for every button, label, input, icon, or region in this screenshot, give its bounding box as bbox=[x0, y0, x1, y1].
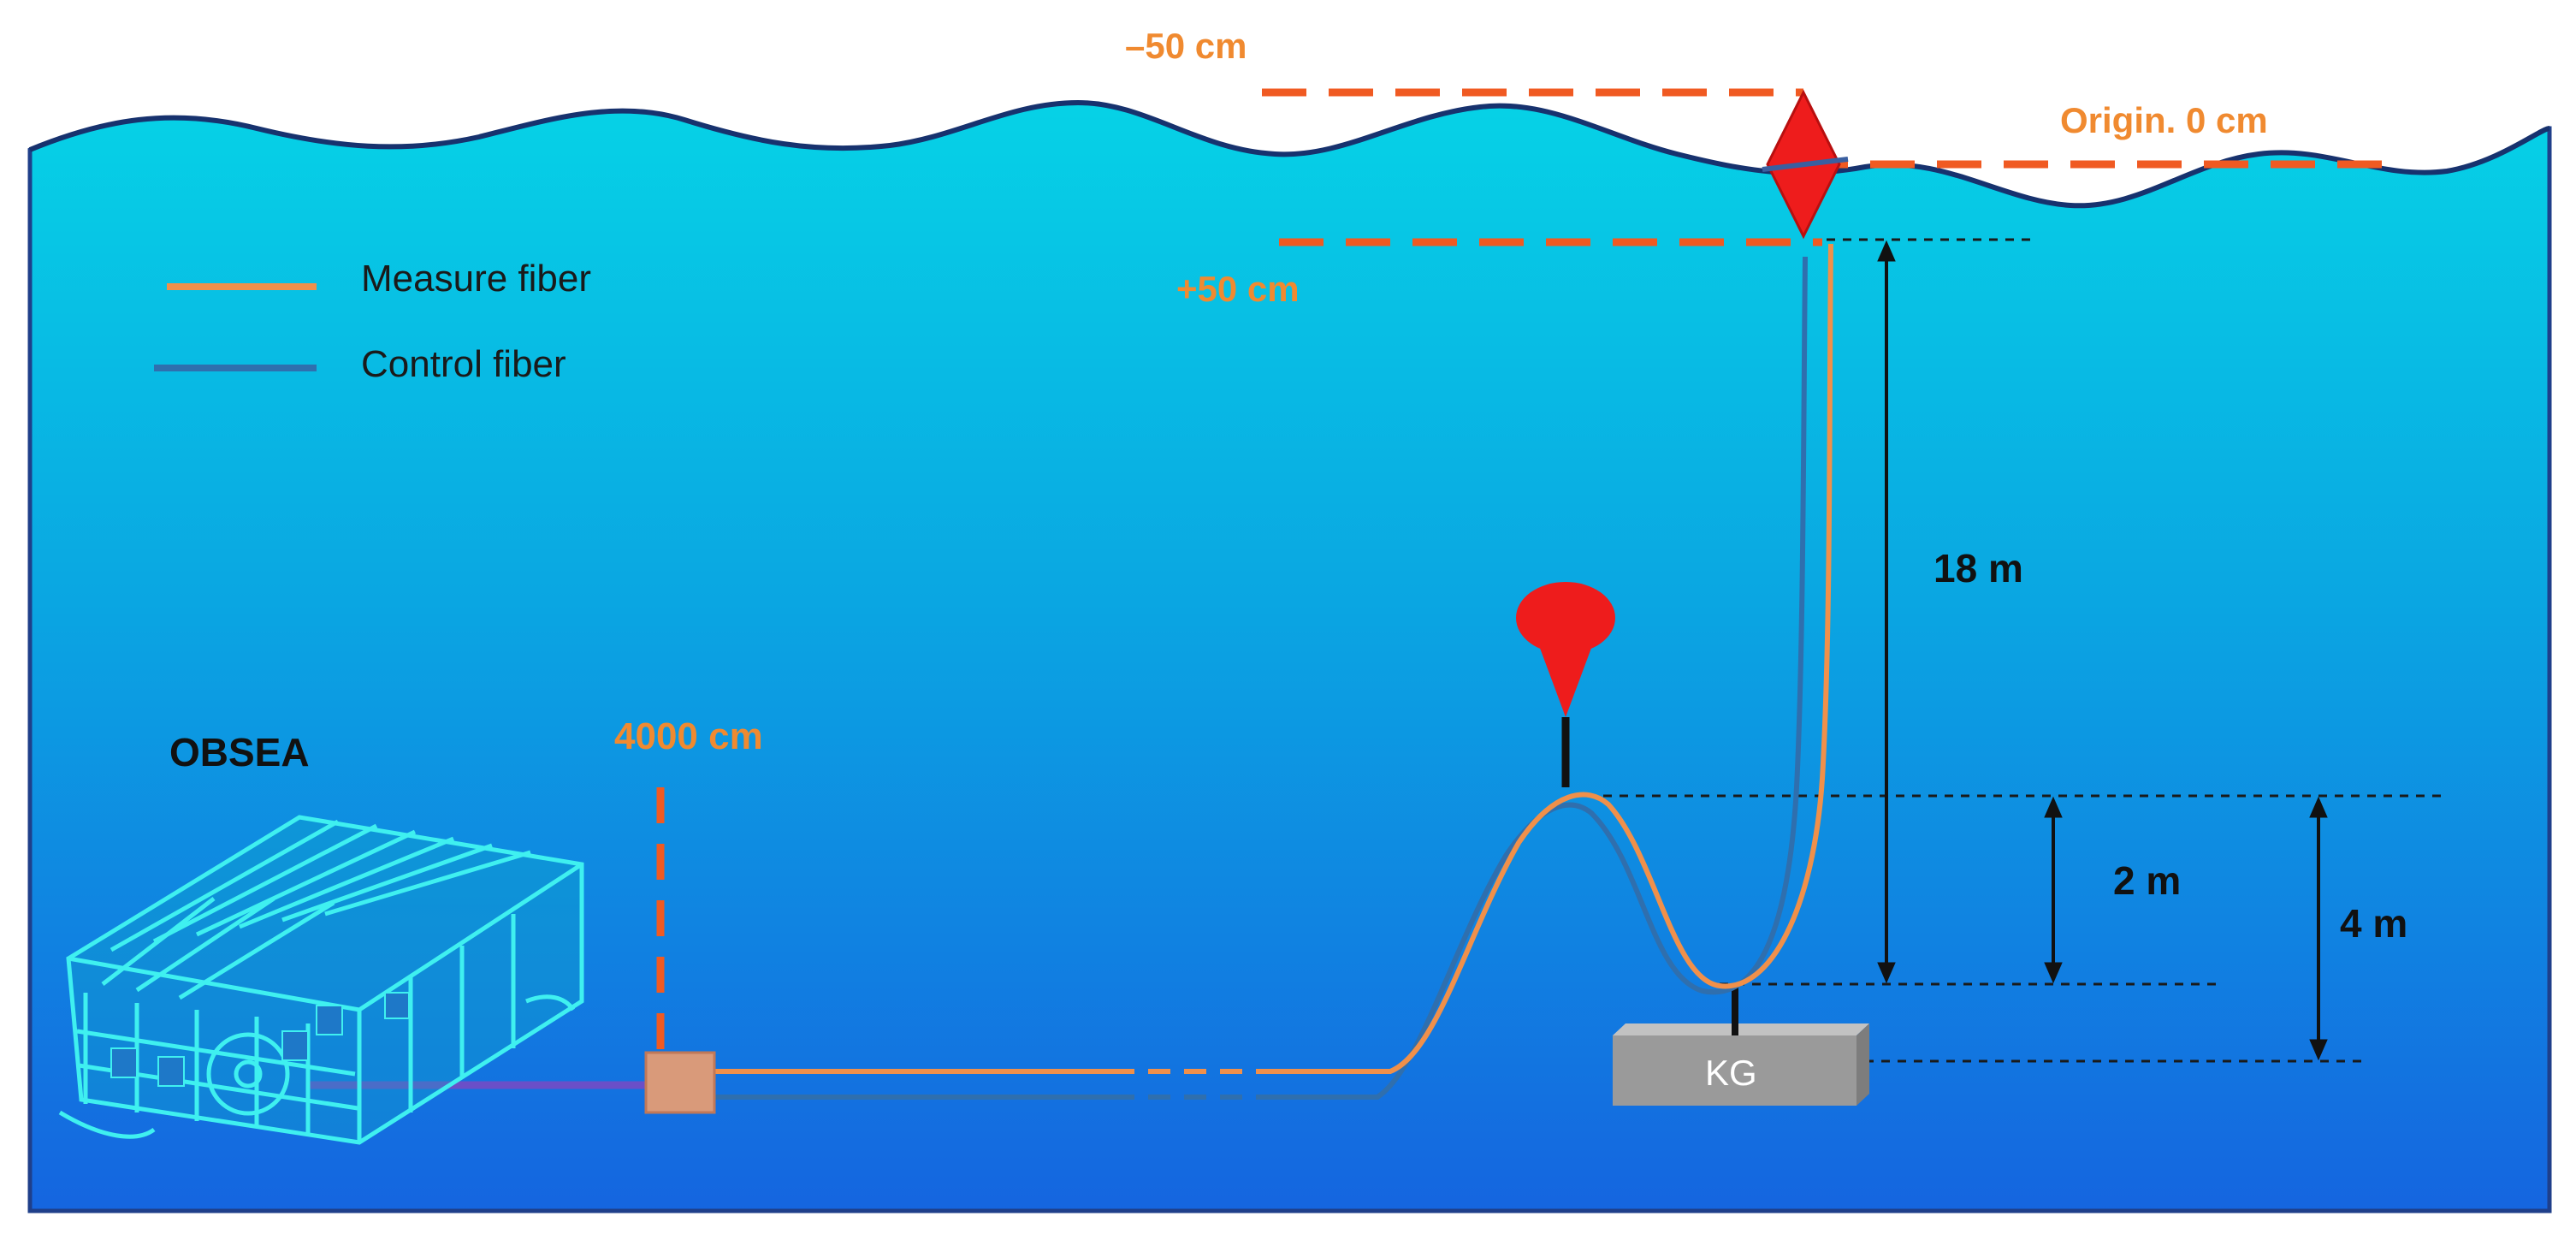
diamond-marker-icon bbox=[1762, 89, 1849, 240]
legend: Measure fiber Control fiber bbox=[154, 258, 591, 385]
dimension-18m bbox=[1877, 240, 1896, 984]
control-fiber bbox=[684, 256, 1808, 1100]
height-4m-label: 4 m bbox=[2340, 901, 2407, 946]
plus50-label: +50 cm bbox=[1176, 269, 1300, 309]
d4000-label: 4000 cm bbox=[614, 715, 763, 757]
kg-label: KG bbox=[1705, 1053, 1757, 1093]
buoy-marker-icon bbox=[1516, 582, 1615, 787]
legend-control-label: Control fiber bbox=[361, 343, 566, 385]
observatory-canisters bbox=[110, 992, 410, 1087]
measure-fiber bbox=[684, 243, 1833, 1074]
interrogator-box bbox=[644, 1051, 716, 1114]
surface-line bbox=[28, 99, 2550, 209]
legend-measure-label: Measure fiber bbox=[361, 258, 591, 300]
observatory-frame-icon bbox=[58, 815, 584, 1145]
dimension-4m bbox=[2309, 796, 2328, 1061]
dimension-2m bbox=[2044, 796, 2063, 984]
minus50-label: –50 cm bbox=[1125, 26, 1247, 66]
origin-label: Origin. 0 cm bbox=[2060, 100, 2268, 140]
height-2m-label: 2 m bbox=[2113, 858, 2181, 903]
height-18m-label: 18 m bbox=[1933, 546, 2023, 590]
obsea-label: OBSEA bbox=[169, 730, 310, 774]
kg-block: KG bbox=[1613, 1023, 1869, 1106]
